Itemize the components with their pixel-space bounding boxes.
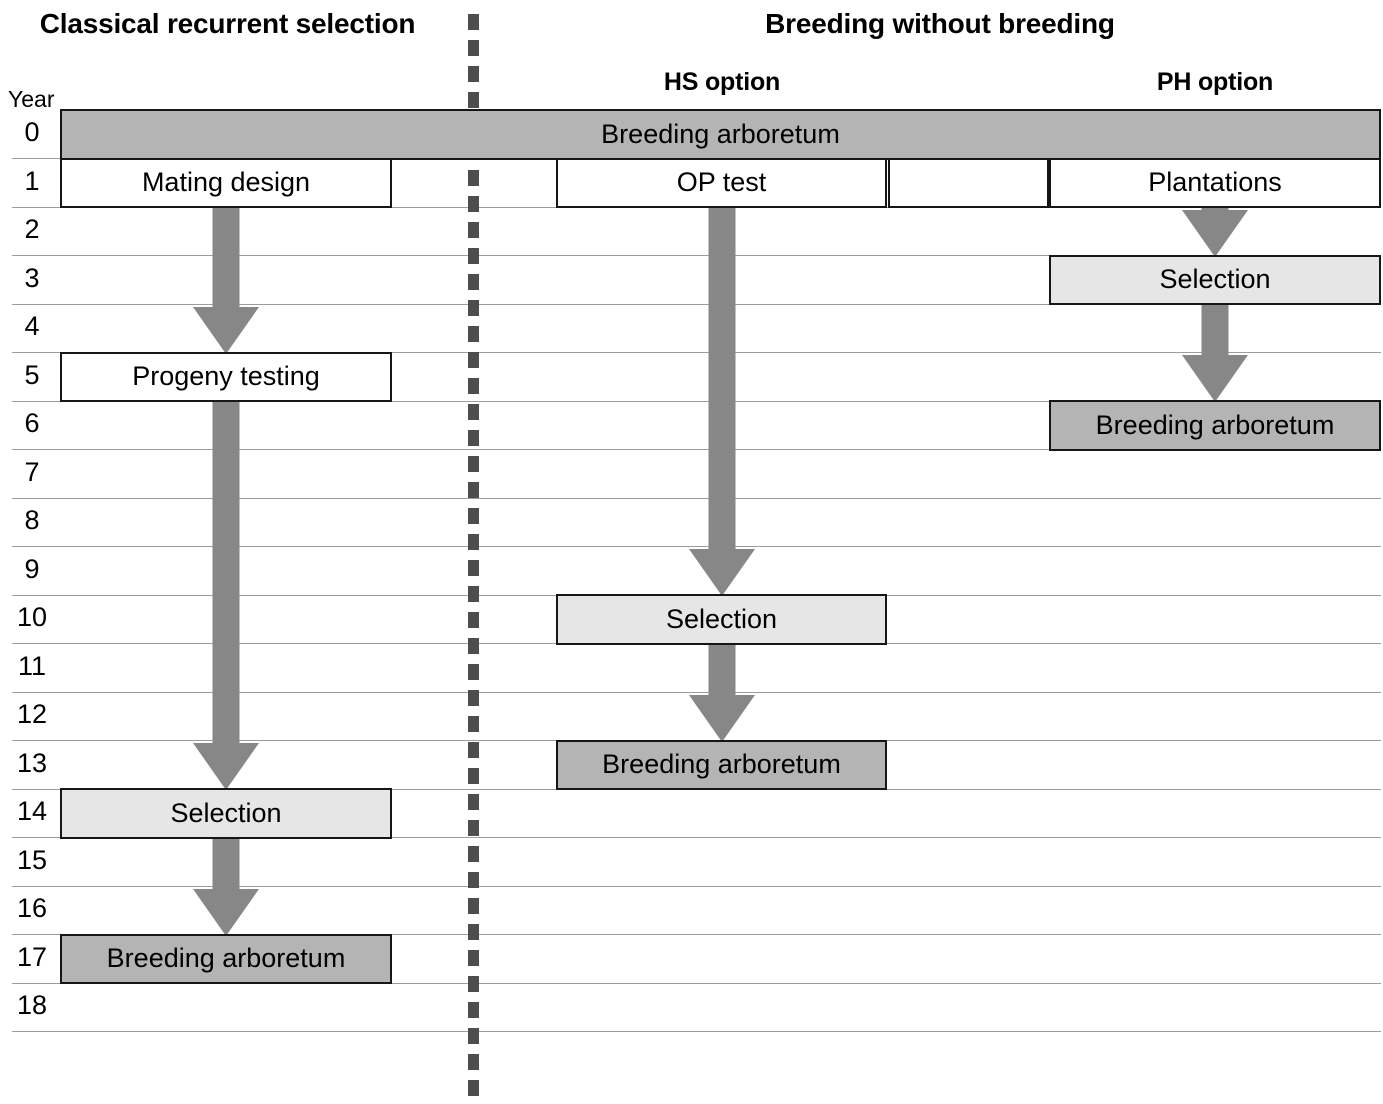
- year-number-7: 7: [24, 456, 40, 487]
- year-gridline: [12, 982, 1381, 984]
- year-gridline: [12, 255, 1381, 256]
- year-number-8: 8: [24, 505, 40, 536]
- arrow-shaft: [708, 205, 735, 549]
- year-gridline: [12, 400, 1381, 402]
- step-box-ph-option-breeding-arboretum: Breeding arboretum: [1049, 400, 1381, 451]
- step-box-ph-option-selection: Selection: [1049, 254, 1381, 305]
- arrow-shaft: [708, 641, 735, 695]
- step-box-ph-option-plantations: Plantations: [1049, 157, 1381, 208]
- year-number-15: 15: [16, 844, 48, 875]
- arrow-head-icon: [688, 549, 755, 596]
- year-gridline: [12, 1031, 1381, 1032]
- year-gridline: [12, 546, 1381, 547]
- year-number-0: 0: [24, 117, 40, 148]
- year-number-13: 13: [16, 747, 48, 778]
- flow-arrow-hs_option-y10-to-y13: [556, 641, 887, 742]
- year-number-4: 4: [24, 311, 40, 342]
- year-number-9: 9: [24, 553, 40, 584]
- arrow-head-icon: [1182, 355, 1248, 402]
- year-number-14: 14: [16, 796, 48, 827]
- year-number-12: 12: [16, 699, 48, 730]
- year-number-2: 2: [24, 214, 40, 245]
- arrow-head-icon: [193, 306, 259, 354]
- arrow-head-icon: [193, 743, 259, 790]
- step-box-hs-option-selection: Selection: [556, 594, 887, 645]
- year-number-5: 5: [24, 359, 40, 390]
- step-box-hs-option-op-test: OP test: [556, 157, 887, 208]
- year-number-1: 1: [24, 165, 40, 196]
- year-number-3: 3: [24, 262, 40, 293]
- flow-arrow-classical-y1-to-y5: [60, 205, 392, 354]
- year-gridline: [12, 449, 1381, 450]
- left-panel-title: Classical recurrent selection: [39, 8, 416, 39]
- arrow-head-icon: [193, 888, 259, 936]
- flow-arrow-ph_option-y1-to-y3: [1049, 205, 1381, 257]
- arrow-shaft: [212, 399, 240, 743]
- arrow-shaft: [212, 205, 240, 307]
- year-gridline: [12, 497, 1381, 499]
- arrow-shaft: [212, 835, 240, 889]
- step-box-classical-progeny-testing: Progeny testing: [60, 351, 392, 402]
- flow-arrow-classical-y5-to-y14: [60, 399, 392, 790]
- spacer-box-year1: [888, 157, 1049, 208]
- year-gridline: [12, 691, 1381, 693]
- year-number-11: 11: [17, 650, 47, 681]
- arrow-head-icon: [1182, 209, 1248, 257]
- year-axis-label: Year: [8, 86, 55, 112]
- year-number-18: 18: [16, 990, 48, 1021]
- panel-divider-dashed-line: [468, 14, 479, 1104]
- shared-breeding-arboretum-bar: Breeding arboretum: [60, 109, 1381, 160]
- year-gridline: [12, 352, 1381, 353]
- flow-arrow-classical-y14-to-y17: [60, 835, 392, 936]
- step-box-classical-mating-design: Mating design: [60, 157, 392, 208]
- right-panel-title: Breeding without breeding: [765, 8, 1115, 39]
- year-number-6: 6: [24, 408, 40, 439]
- step-box-classical-selection: Selection: [60, 788, 392, 839]
- year-gridline: [12, 837, 1381, 838]
- flow-arrow-ph_option-y3-to-y6: [1049, 302, 1381, 402]
- flow-arrow-hs_option-y1-to-y10: [556, 205, 887, 596]
- year-number-17: 17: [16, 941, 48, 972]
- year-gridline: [12, 934, 1381, 935]
- step-box-classical-breeding-arboretum: Breeding arboretum: [60, 933, 392, 984]
- arrow-shaft: [1201, 302, 1229, 355]
- hs-option-title: HS option: [663, 68, 781, 96]
- year-number-10: 10: [16, 602, 48, 633]
- arrow-head-icon: [688, 694, 755, 742]
- year-number-16: 16: [16, 893, 48, 924]
- step-box-hs-option-breeding-arboretum: Breeding arboretum: [556, 739, 887, 790]
- year-gridline: [12, 303, 1381, 305]
- ph-option-title: PH option: [1156, 68, 1274, 96]
- year-gridline: [12, 885, 1381, 887]
